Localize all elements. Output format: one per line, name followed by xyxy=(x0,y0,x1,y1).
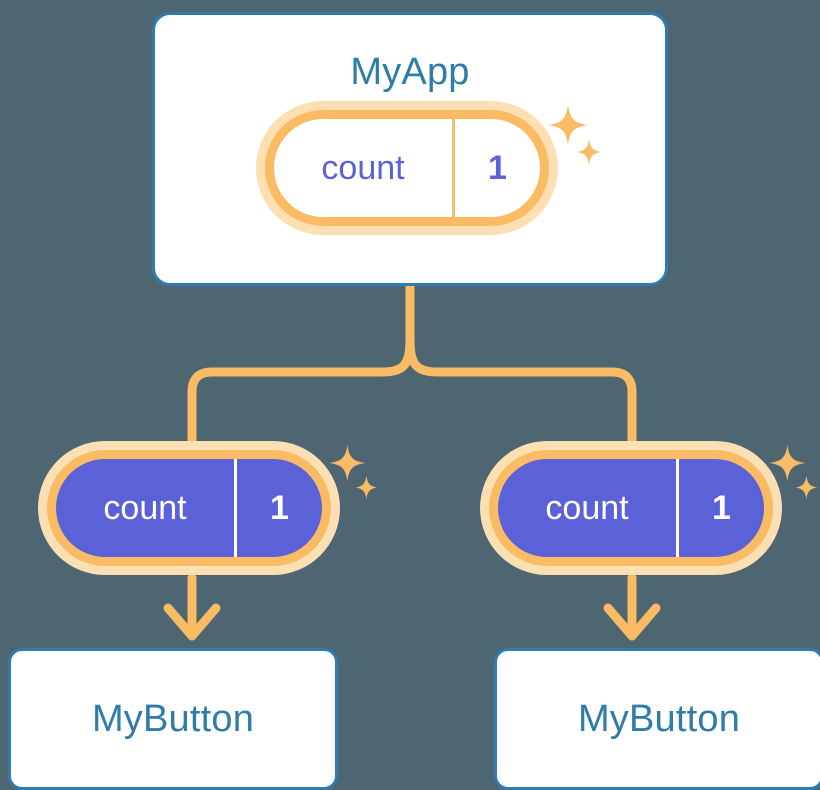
diagram-canvas: MyApp count 1 count 1 xyxy=(8,12,820,790)
state-pill-left-value: 1 xyxy=(270,489,289,527)
state-pill-right-key-cell: count xyxy=(498,459,676,557)
arrow-down-to-right-button xyxy=(603,603,661,641)
state-pill-left-key: count xyxy=(103,489,187,527)
connector-fork-left xyxy=(187,336,415,463)
state-pill-right-wrapper: count 1 xyxy=(489,450,773,566)
component-title-myapp: MyApp xyxy=(350,51,470,93)
connector-fork-right xyxy=(405,336,637,463)
state-pill-root-value: 1 xyxy=(488,149,507,187)
state-pill-root-key-cell: count xyxy=(274,119,452,217)
state-pill-root-key: count xyxy=(321,149,405,187)
state-pill-left-key-cell: count xyxy=(56,459,234,557)
state-pill-root-value-cell: 1 xyxy=(452,119,540,217)
state-pill-left-value-cell: 1 xyxy=(234,459,322,557)
state-pill-root-wrapper: count 1 xyxy=(265,110,549,226)
state-pill-root[interactable]: count 1 xyxy=(265,110,549,226)
component-card-mybutton-left[interactable]: MyButton xyxy=(8,648,338,790)
component-card-mybutton-right[interactable]: MyButton xyxy=(494,648,820,790)
state-pill-left-wrapper: count 1 xyxy=(47,450,331,566)
state-pill-left[interactable]: count 1 xyxy=(47,450,331,566)
state-pill-right-value-cell: 1 xyxy=(676,459,764,557)
state-pill-right-value: 1 xyxy=(712,489,731,527)
state-pill-right[interactable]: count 1 xyxy=(489,450,773,566)
state-pill-right-key: count xyxy=(545,489,629,527)
component-title-mybutton-right: MyButton xyxy=(577,698,741,740)
arrow-down-to-left-button xyxy=(163,603,221,641)
component-title-mybutton-left: MyButton xyxy=(91,698,255,740)
